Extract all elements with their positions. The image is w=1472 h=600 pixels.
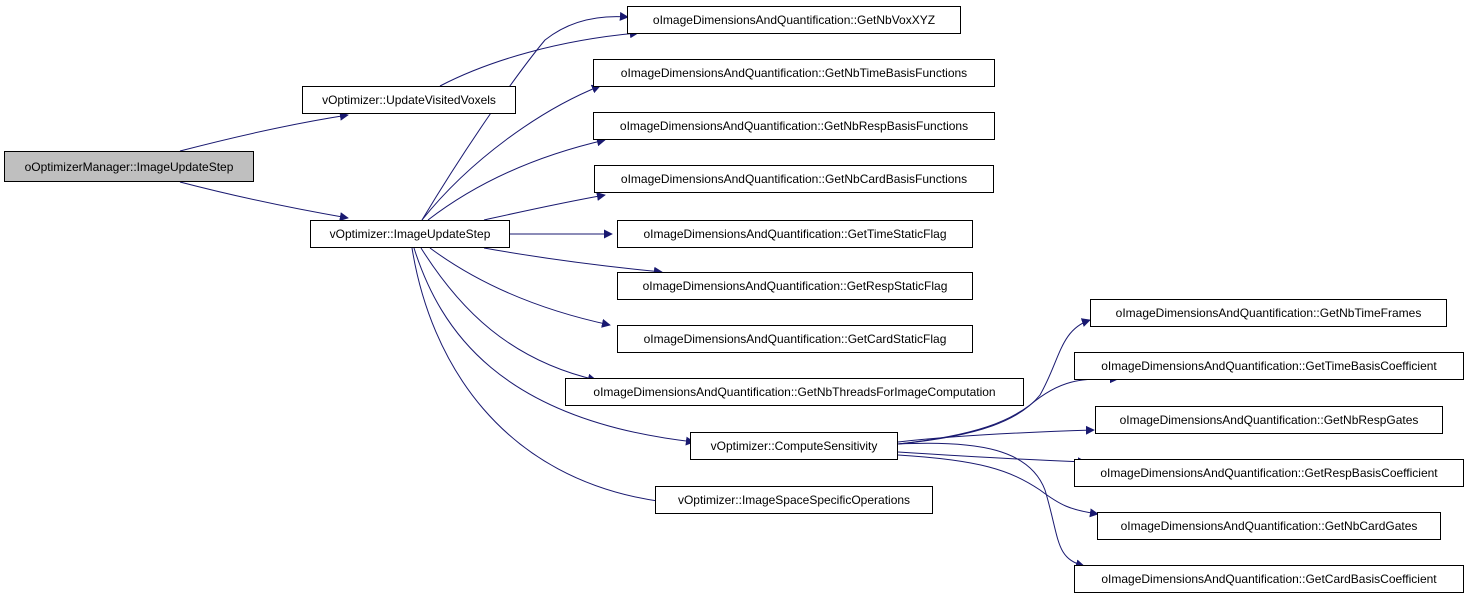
edge-img_update-to-nbthreads <box>420 247 597 383</box>
edge-img_update-to-cardstatic <box>429 247 611 328</box>
edge-img_update-to-nbvox <box>421 11 629 221</box>
node-label: oImageDimensionsAndQuantification::GetCa… <box>1101 572 1437 586</box>
node-respstatic[interactable]: oImageDimensionsAndQuantification::GetRe… <box>617 272 973 300</box>
node-nbthreads[interactable]: oImageDimensionsAndQuantification::GetNb… <box>565 378 1024 406</box>
node-nbvox[interactable]: oImageDimensionsAndQuantification::GetNb… <box>627 6 961 34</box>
edge-root-to-upd_visited <box>179 111 349 152</box>
node-label: oImageDimensionsAndQuantification::GetNb… <box>1115 306 1422 320</box>
edge-img_update-to-nbrespbasis <box>427 137 606 221</box>
node-label: vOptimizer::UpdateVisitedVoxels <box>322 93 496 107</box>
node-label: vOptimizer::ImageUpdateStep <box>329 227 491 241</box>
edge-upd_visited-to-nbvox <box>439 29 639 87</box>
node-label: oImageDimensionsAndQuantification::GetNb… <box>652 13 936 27</box>
edge-compsens-to-nbcardgates <box>897 454 1099 518</box>
edge-compsens-to-nbtimeframes <box>897 318 1091 445</box>
node-cardstatic[interactable]: oImageDimensionsAndQuantification::GetCa… <box>617 325 973 353</box>
node-nbtimeframes[interactable]: oImageDimensionsAndQuantification::GetNb… <box>1090 299 1447 327</box>
edge-root-to-img_update <box>179 181 349 222</box>
node-label: vOptimizer::ComputeSensitivity <box>710 439 878 453</box>
node-root: oOptimizerManager::ImageUpdateStep <box>4 151 254 182</box>
node-label: oImageDimensionsAndQuantification::GetNb… <box>1119 413 1419 427</box>
node-label: oImageDimensionsAndQuantification::GetTi… <box>1101 359 1437 373</box>
edge-img_update-to-imgspace <box>411 247 665 506</box>
node-label: oImageDimensionsAndQuantification::GetTi… <box>643 227 947 241</box>
node-label: vOptimizer::ImageSpaceSpecificOperations <box>677 493 911 507</box>
edge-compsens-to-nbrespgates <box>897 425 1095 443</box>
node-label: oImageDimensionsAndQuantification::GetNb… <box>620 66 968 80</box>
edge-compsens-to-respbasiscoef <box>897 451 1087 467</box>
node-label: oImageDimensionsAndQuantification::GetCa… <box>643 332 947 346</box>
edge-img_update-to-nbtimebasis <box>421 84 601 221</box>
node-label: oImageDimensionsAndQuantification::GetRe… <box>642 279 948 293</box>
node-upd_visited[interactable]: vOptimizer::UpdateVisitedVoxels <box>302 86 516 114</box>
node-label: oOptimizerManager::ImageUpdateStep <box>24 159 234 174</box>
node-cardbasiscoef[interactable]: oImageDimensionsAndQuantification::GetCa… <box>1074 565 1464 593</box>
node-label: oImageDimensionsAndQuantification::GetNb… <box>593 385 996 399</box>
edge-img_update-to-nbcardbasis <box>483 191 606 221</box>
node-nbcardgates[interactable]: oImageDimensionsAndQuantification::GetNb… <box>1097 512 1441 540</box>
node-nbcardbasis[interactable]: oImageDimensionsAndQuantification::GetNb… <box>594 165 994 193</box>
node-compsens[interactable]: vOptimizer::ComputeSensitivity <box>690 432 898 460</box>
node-nbrespbasis[interactable]: oImageDimensionsAndQuantification::GetNb… <box>593 112 995 140</box>
node-label: oImageDimensionsAndQuantification::GetNb… <box>620 172 968 186</box>
node-label: oImageDimensionsAndQuantification::GetNb… <box>1120 519 1418 533</box>
node-imgspace[interactable]: vOptimizer::ImageSpaceSpecificOperations <box>655 486 933 514</box>
node-nbtimebasis[interactable]: oImageDimensionsAndQuantification::GetNb… <box>593 59 995 87</box>
edge-compsens-to-cardbasiscoef <box>897 442 1085 569</box>
node-label: oImageDimensionsAndQuantification::GetNb… <box>619 119 969 133</box>
node-timebasiscoef[interactable]: oImageDimensionsAndQuantification::GetTi… <box>1074 352 1464 380</box>
node-respbasiscoef[interactable]: oImageDimensionsAndQuantification::GetRe… <box>1074 459 1464 487</box>
node-nbrespgates[interactable]: oImageDimensionsAndQuantification::GetNb… <box>1095 406 1443 434</box>
edge-img_update-to-compsens <box>413 247 695 446</box>
node-label: oImageDimensionsAndQuantification::GetRe… <box>1100 466 1438 480</box>
edge-img_update-to-respstatic <box>483 247 663 276</box>
node-timestatic[interactable]: oImageDimensionsAndQuantification::GetTi… <box>617 220 973 248</box>
node-img_update[interactable]: vOptimizer::ImageUpdateStep <box>310 220 510 248</box>
